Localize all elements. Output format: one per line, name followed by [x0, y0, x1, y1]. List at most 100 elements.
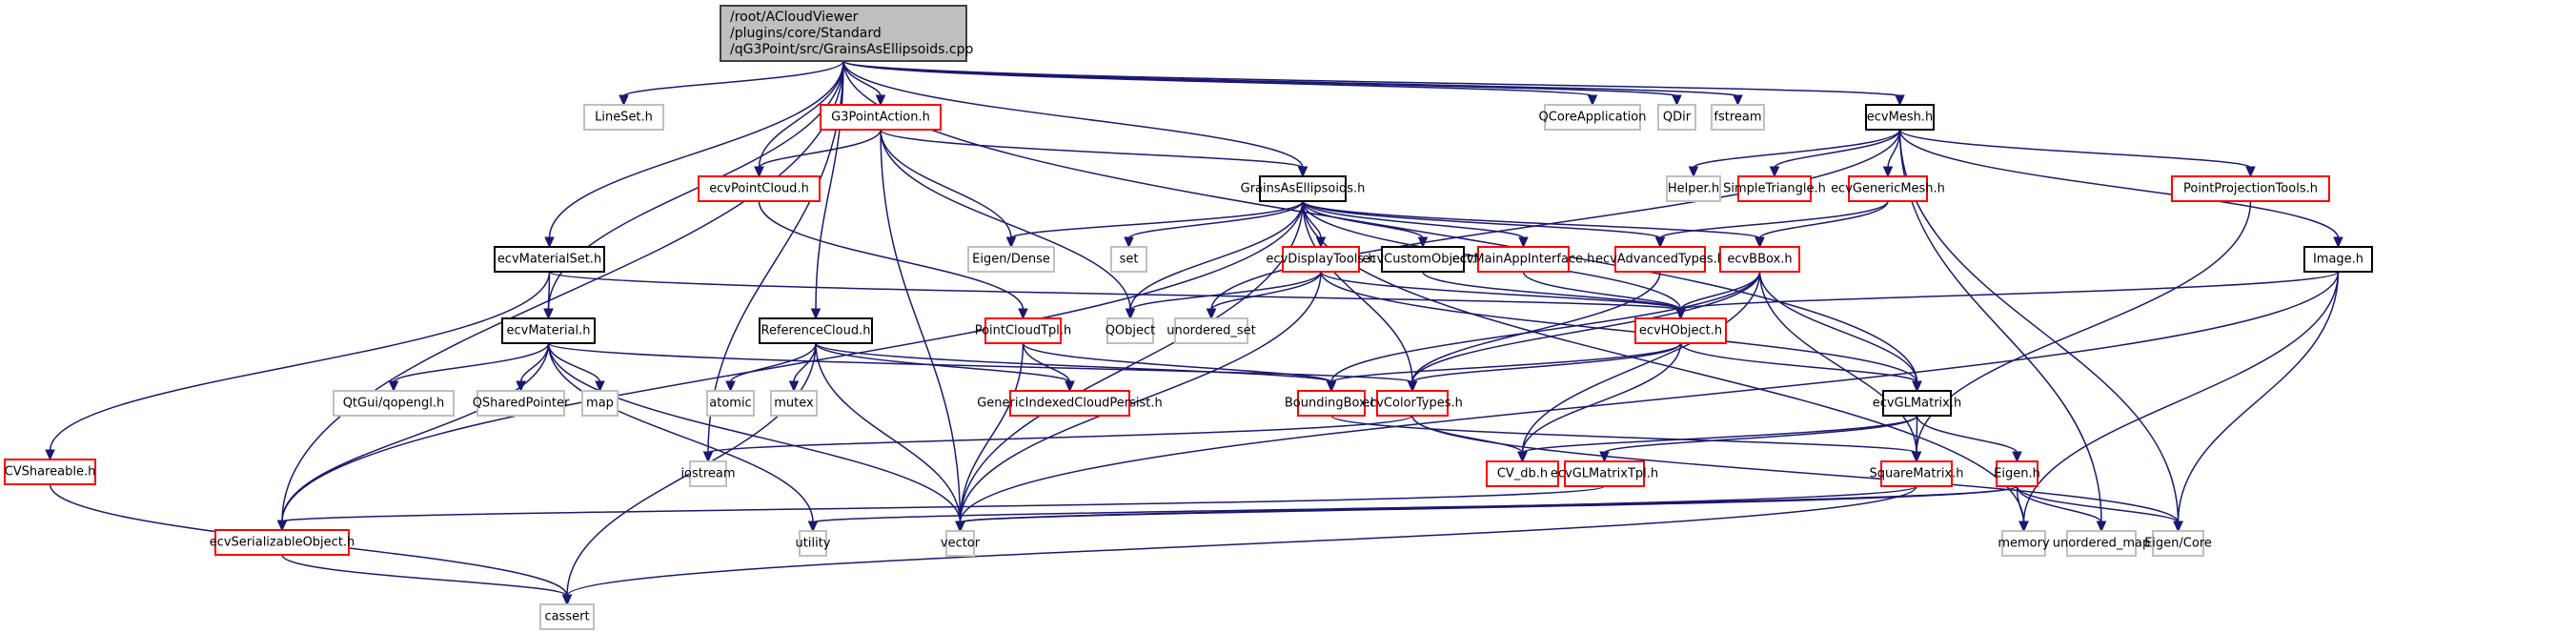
node-ecv-point-cloud[interactable]: ecvPointCloud.h: [698, 175, 821, 202]
arrowhead-icon: [2096, 521, 2107, 533]
node-box: [1848, 175, 1928, 202]
edge-eigen-to-eigen-core: [2016, 485, 2183, 533]
edge-root-to-reference-cloud: [810, 60, 844, 320]
node-label: QObject: [1105, 324, 1156, 338]
node-ecv-custom-object[interactable]: ecvCustomObject.h: [1362, 246, 1484, 273]
arrowhead-icon: [2018, 521, 2029, 533]
node-box: [1381, 246, 1465, 273]
node-ecv-main-app-interface[interactable]: ecvMainAppInterface.h: [1452, 246, 1595, 273]
node-box: [583, 104, 664, 131]
node-grains-as-ellipsoids[interactable]: GrainsAsEllipsoids.h: [1241, 175, 1366, 202]
node-box: [477, 390, 565, 417]
node-image[interactable]: Image.h: [2303, 246, 2373, 273]
node-label: ecvMaterialSet.h: [497, 253, 601, 267]
node-atomic: atomic: [706, 390, 755, 417]
edge-ecv-hobject-to-ecv-color-types: [1407, 342, 1682, 393]
edge-line: [1129, 271, 1322, 311]
edge-line: [880, 129, 1131, 311]
node-eigen[interactable]: Eigen.h: [1994, 460, 2040, 487]
node-label: GenericIndexedCloudPersist.h: [977, 397, 1163, 411]
node-qdir: QDir: [1657, 104, 1696, 131]
edge-ecv-material-to-qopengl: [388, 342, 550, 393]
edge-line: [1010, 200, 1304, 239]
node-ecv-material-set[interactable]: ecvMaterialSet.h: [494, 246, 605, 273]
node-label: PointCloudTpl.h: [975, 324, 1072, 338]
node-cvshareable[interactable]: CVShareable.h: [4, 459, 96, 485]
node-box: [1376, 390, 1449, 417]
edge-line: [1302, 200, 1525, 239]
edge-line: [815, 342, 962, 523]
edge-ecv-display-tools-to-qobject: [1125, 271, 1322, 320]
edge-reference-cloud-to-bounding-box: [815, 342, 1337, 393]
edge-ecv-color-types-to-iostream: [702, 415, 1413, 463]
node-ecv-glmatrix[interactable]: ecvGLMatrix.h: [1873, 390, 1961, 417]
node-point-projection-tools[interactable]: PointProjectionTools.h: [2171, 175, 2330, 202]
node-vector: vector: [941, 530, 981, 557]
arrowhead-icon: [1688, 166, 1699, 178]
node-label: LineSet.h: [595, 111, 653, 125]
edge-image-to-memory: [2018, 271, 2340, 533]
node-ecv-mesh[interactable]: ecvMesh.h: [1865, 104, 1935, 131]
edge-g3point-action-to-ecv-point-cloud: [754, 129, 882, 178]
edge-bounding-box-to-square-matrix: [1330, 415, 1922, 463]
edge-eigen-to-memory: [2016, 485, 2029, 533]
arrowhead-icon: [2333, 236, 2343, 249]
edge-ecv-hobject-to-ecv-glmatrix: [1679, 342, 1922, 393]
node-bounding-box[interactable]: BoundingBox.h: [1285, 390, 1378, 417]
node-ecv-color-types[interactable]: ecvColorTypes.h: [1362, 390, 1463, 417]
edge-line: [758, 200, 1024, 311]
arrowhead-icon: [1517, 451, 1528, 463]
edge-grains-as-ellipsoids-to-ecv-bbox: [1302, 200, 1765, 249]
edge-ecv-bbox-to-ecv-hobject: [1675, 271, 1761, 320]
node-ecv-hobject[interactable]: ecvHObject.h: [1634, 317, 1727, 344]
edge-ecv-material-to-utility: [547, 342, 819, 533]
edge-grains-as-ellipsoids-to-eigen-dense: [1005, 200, 1304, 249]
node-ecv-generic-mesh[interactable]: ecvGenericMesh.h: [1831, 175, 1945, 202]
edge-grains-as-ellipsoids-to-ecv-serializable-object: [276, 200, 1304, 532]
node-eigen-core: Eigen/Core: [2144, 530, 2212, 557]
node-label: QtGui/qopengl.h: [343, 397, 445, 411]
edge-line: [1659, 200, 1889, 239]
edge-reference-cloud-to-atomic: [725, 342, 817, 393]
node-point-cloud-tpl[interactable]: PointCloudTpl.h: [975, 317, 1072, 344]
node-box: [1634, 317, 1727, 344]
node-box: [1865, 104, 1935, 131]
node-g3point-action[interactable]: G3PointAction.h: [820, 104, 942, 131]
node-box: [1711, 104, 1765, 131]
node-box: [2152, 530, 2204, 557]
node-box: [1282, 246, 1360, 273]
node-square-matrix[interactable]: SquareMatrix.h: [1869, 460, 1964, 487]
edge-line: [1302, 200, 1413, 383]
node-label: Image.h: [2313, 253, 2363, 267]
node-root[interactable]: /root/ACloudViewer/plugins/core/Standard…: [720, 5, 973, 62]
node-ecv-material[interactable]: ecvMaterial.h: [501, 317, 596, 344]
node-generic-indexed-cloud-persist[interactable]: GenericIndexedCloudPersist.h: [977, 390, 1163, 417]
edge-line: [281, 554, 568, 597]
node-reference-cloud[interactable]: ReferenceCloud.h: [759, 317, 873, 344]
node-ecv-serializable-object[interactable]: ecvSerializableObject.h: [210, 529, 355, 556]
node-box: [2303, 246, 2373, 273]
edge-image-to-eigen-core: [2173, 271, 2340, 533]
node-ecv-glmatrix-tpl[interactable]: ecvGLMatrixTpl.h: [1551, 460, 1658, 487]
node-label: ecvBBox.h: [1727, 253, 1792, 267]
node-box: [494, 246, 605, 273]
edge-ecv-glmatrix-to-eigen: [1916, 415, 2022, 463]
edge-line: [1521, 342, 1682, 454]
node-label: QSharedPointer: [473, 397, 570, 411]
node-box: [1737, 175, 1812, 202]
node-label: unordered_map: [2053, 537, 2151, 551]
node-ecv-advanced-types[interactable]: ecvAdvancedTypes.h: [1595, 246, 1725, 273]
arrowhead-icon: [807, 521, 819, 533]
node-ecv-bbox[interactable]: ecvBBox.h: [1719, 246, 1800, 273]
edge-line: [1330, 271, 1761, 383]
node-cv-db[interactable]: CV_db.h: [1486, 460, 1559, 487]
node-ecv-display-tools[interactable]: ecvDisplayTools.h: [1266, 246, 1376, 273]
edge-root-to-line-set: [619, 60, 844, 107]
node-label: SimpleTriangle.h: [1723, 182, 1826, 196]
edge-line: [1320, 271, 1918, 383]
edge-line: [548, 271, 1682, 311]
node-simple-triangle[interactable]: SimpleTriangle.h: [1723, 175, 1826, 202]
node-label: QCoreApplication: [1539, 111, 1647, 125]
node-box: [1297, 390, 1366, 417]
edge-line: [1302, 200, 1661, 239]
